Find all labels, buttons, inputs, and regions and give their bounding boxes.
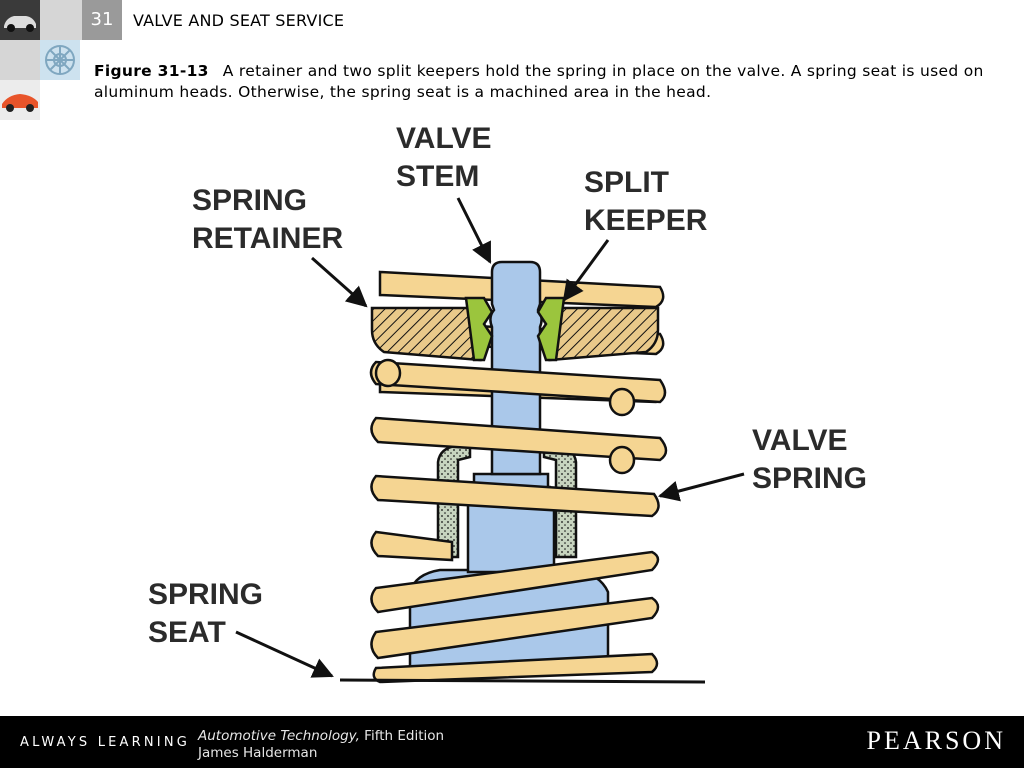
header-gray-block — [40, 0, 82, 40]
spring-retainer — [370, 306, 482, 362]
valve-spring-label: VALVE SPRING — [752, 424, 867, 495]
coil-end — [374, 358, 402, 388]
chapter-number: 31 — [82, 0, 122, 40]
sports-car-thumbnail — [0, 80, 40, 120]
label-line: SPRING — [148, 578, 263, 611]
coil-end — [608, 445, 636, 475]
split-keeper-left — [464, 296, 494, 362]
book-title: Automotive Technology, — [198, 728, 360, 744]
spring-seat-arrow — [235, 630, 334, 678]
valve-stem-arrow — [456, 197, 492, 264]
book-edition: Fifth Edition — [364, 728, 445, 744]
label-line: SPRING — [192, 184, 307, 217]
label-line: KEEPER — [584, 204, 708, 237]
turbine-thumbnail — [40, 40, 80, 80]
spring-retainer-label: SPRING RETAINER — [192, 184, 343, 255]
figure-number: Figure 31-13 — [94, 62, 209, 80]
book-author: James Halderman — [198, 745, 318, 761]
split-keeper-label: SPLIT KEEPER — [584, 166, 708, 237]
guide-body — [466, 502, 556, 574]
coil-end — [608, 387, 636, 417]
label-line: SPLIT — [584, 166, 669, 199]
valve-spring-arrow — [657, 472, 745, 502]
label-line: SEAT — [148, 616, 226, 649]
label-line: VALVE — [752, 424, 848, 457]
label-line: RETAINER — [192, 222, 343, 255]
label-line: STEM — [396, 160, 479, 193]
valve-stem-label: VALVE STEM — [396, 122, 492, 193]
book-info: Automotive Technology, Fifth Edition Jam… — [198, 728, 444, 762]
side-gray-block — [0, 40, 40, 80]
spring-retainer-right — [548, 306, 660, 362]
chapter-title: VALVE AND SEAT SERVICE — [133, 11, 345, 30]
valve-spring-front — [369, 360, 668, 684]
spring-seat-label: SPRING SEAT — [148, 578, 263, 649]
publisher-logo: PEARSON — [866, 726, 1006, 755]
label-line: SPRING — [752, 462, 867, 495]
footer-tagline: ALWAYS LEARNING — [20, 735, 191, 750]
footer-bar: ALWAYS LEARNING Automotive Technology, F… — [0, 716, 1024, 768]
split-keeper-arrow — [562, 239, 610, 302]
valve-spring-diagram: VALVE STEM SPLIT KEEPER SPRING RETAINER VAL… — [148, 122, 867, 684]
split-keeper-right — [536, 296, 566, 362]
car-thumbnail — [0, 0, 40, 40]
caption-text: A retainer and two split keepers hold th… — [94, 62, 984, 101]
label-line: VALVE — [396, 122, 492, 155]
spring-seat — [339, 678, 706, 684]
spring-retainer-arrow — [311, 256, 368, 308]
